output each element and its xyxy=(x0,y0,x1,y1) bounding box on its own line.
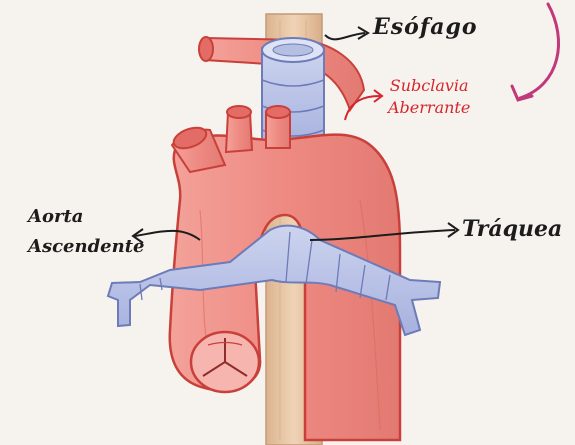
label-aorta-ascendente: Aorta Ascendente xyxy=(28,202,145,262)
label-aorta-line1: Aorta xyxy=(28,202,145,232)
label-subclavia-line1: Subclavia xyxy=(388,75,470,97)
label-esofago: Esófago xyxy=(373,16,478,38)
label-aorta-line2: Ascendente xyxy=(28,232,145,262)
accent-arrow xyxy=(512,4,559,100)
label-traquea: Tráquea xyxy=(462,218,562,240)
label-subclavia-line2: Aberrante xyxy=(388,97,470,119)
label-subclavia-aberrante: Subclavia Aberrante xyxy=(388,75,470,119)
